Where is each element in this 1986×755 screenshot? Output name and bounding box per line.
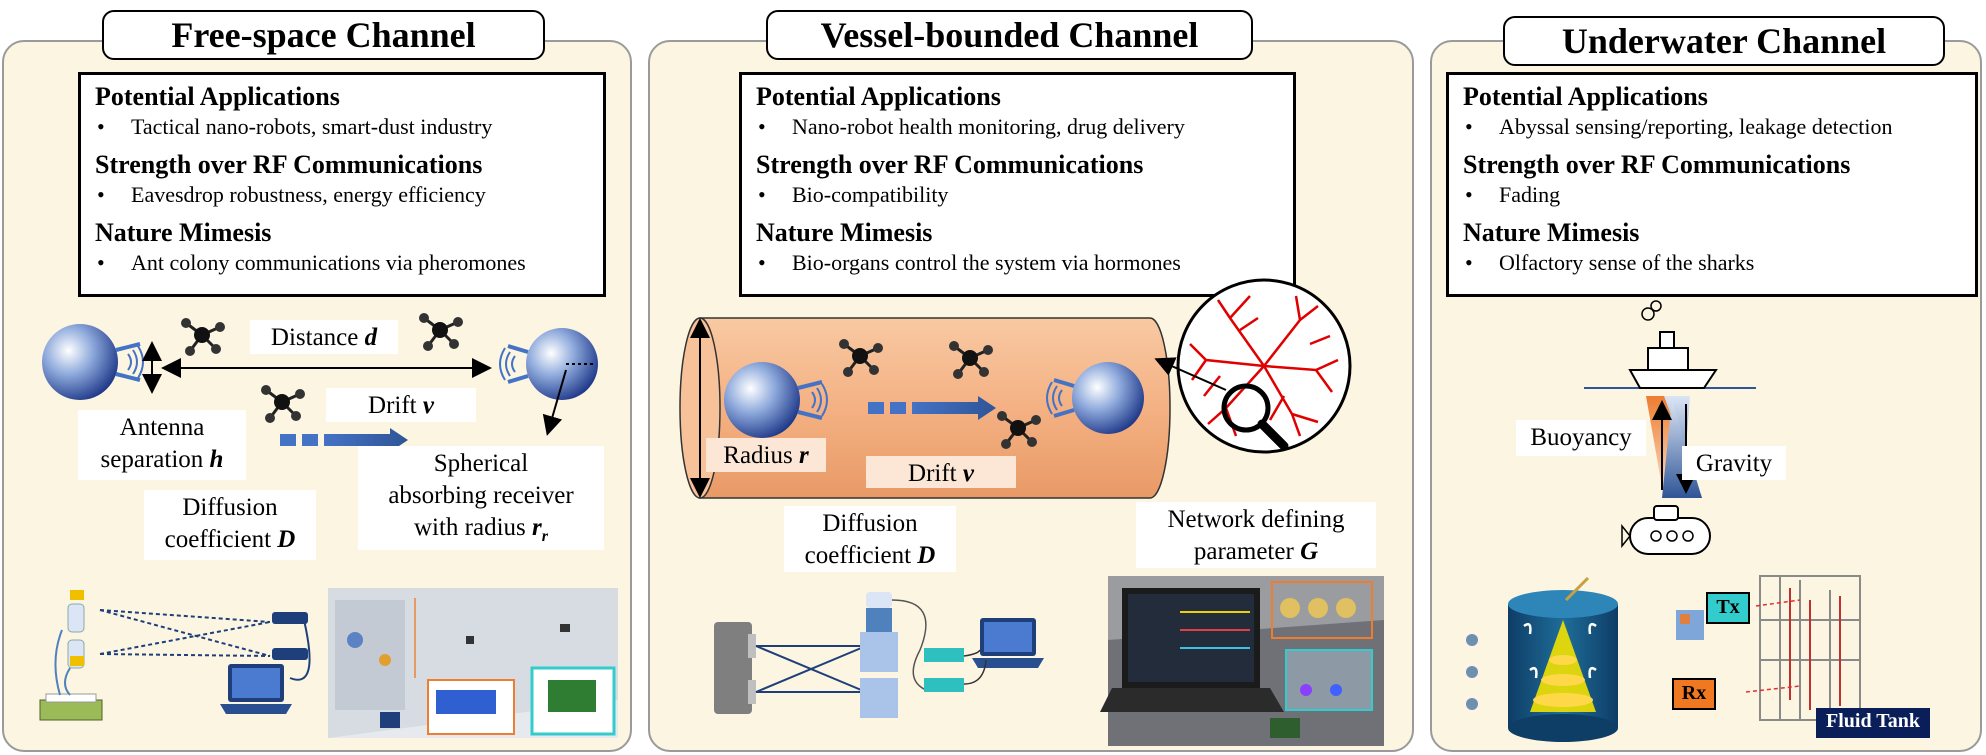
underwater-hardware <box>1466 575 1861 742</box>
laptop-icon <box>972 618 1044 668</box>
molecule-icon <box>259 383 307 425</box>
heading-mimesis: Nature Mimesis <box>756 218 933 247</box>
tx-label: Tx <box>1706 592 1750 624</box>
heading-mimesis: Nature Mimesis <box>95 218 272 247</box>
rx-label: Rx <box>1672 678 1716 710</box>
heading-strength: Strength over RF Communications <box>1463 150 1851 179</box>
ship-icon <box>1628 300 1718 389</box>
fluid-tank-label: Fluid Tank <box>1816 708 1930 738</box>
free-space-lab-photo <box>328 588 618 738</box>
gravity-label: Gravity <box>1682 446 1786 480</box>
molecule-icon <box>417 311 465 353</box>
bullet-mimesis: Ant colony communications via pheromones <box>95 249 589 277</box>
bullet-applications: Nano-robot health monitoring, drug deliv… <box>756 113 1279 141</box>
bullet-mimesis: Olfactory sense of the sharks <box>1463 249 1961 277</box>
bullet-mimesis: Bio-organs control the system via hormon… <box>756 249 1279 277</box>
drift-label: Drift v <box>326 388 476 422</box>
free-space-hardware <box>39 590 311 721</box>
bullet-strength: Fading <box>1463 181 1961 209</box>
distance-label: Distance d <box>250 320 398 354</box>
bullet-strength: Eavesdrop robustness, energy efficiency <box>95 181 589 209</box>
free-space-diagram <box>42 311 598 452</box>
vessel-hardware <box>714 592 1044 718</box>
submarine-icon <box>1621 505 1711 555</box>
free-space-title: Free-space Channel <box>102 10 545 60</box>
bullet-strength: Bio-compatibility <box>756 181 1279 209</box>
drift-label: Drift v <box>866 456 1016 488</box>
heading-applications: Potential Applications <box>95 82 340 111</box>
heading-applications: Potential Applications <box>756 82 1001 111</box>
heading-applications: Potential Applications <box>1463 82 1708 111</box>
bullet-applications: Tactical nano-robots, smart-dust industr… <box>95 113 589 141</box>
heading-strength: Strength over RF Communications <box>95 150 483 179</box>
vessel-info-box: Potential Applications Nano-robot health… <box>739 72 1296 297</box>
transmitter-sphere-icon <box>724 362 800 438</box>
heading-strength: Strength over RF Communications <box>756 150 1144 179</box>
receiver-sphere-icon <box>526 328 598 400</box>
molecule-icon <box>179 316 227 358</box>
underwater-title: Underwater Channel <box>1503 16 1945 66</box>
buoyancy-label: Buoyancy <box>1516 420 1646 456</box>
radius-label: Radius r <box>706 438 826 472</box>
heading-mimesis: Nature Mimesis <box>1463 218 1640 247</box>
transmitter-sphere-icon <box>42 324 118 400</box>
underwater-info-box: Potential Applications Abyssal sensing/r… <box>1446 72 1978 297</box>
free-space-info-box: Potential Applications Tactical nano-rob… <box>78 72 606 297</box>
bullet-applications: Abyssal sensing/reporting, leakage detec… <box>1463 113 1961 141</box>
receiver-sphere-icon <box>1072 362 1144 434</box>
vessel-lab-photo <box>1100 576 1384 746</box>
laptop-icon <box>220 664 292 714</box>
magnifier-icon <box>1221 383 1289 451</box>
vessel-title: Vessel-bounded Channel <box>766 10 1253 60</box>
